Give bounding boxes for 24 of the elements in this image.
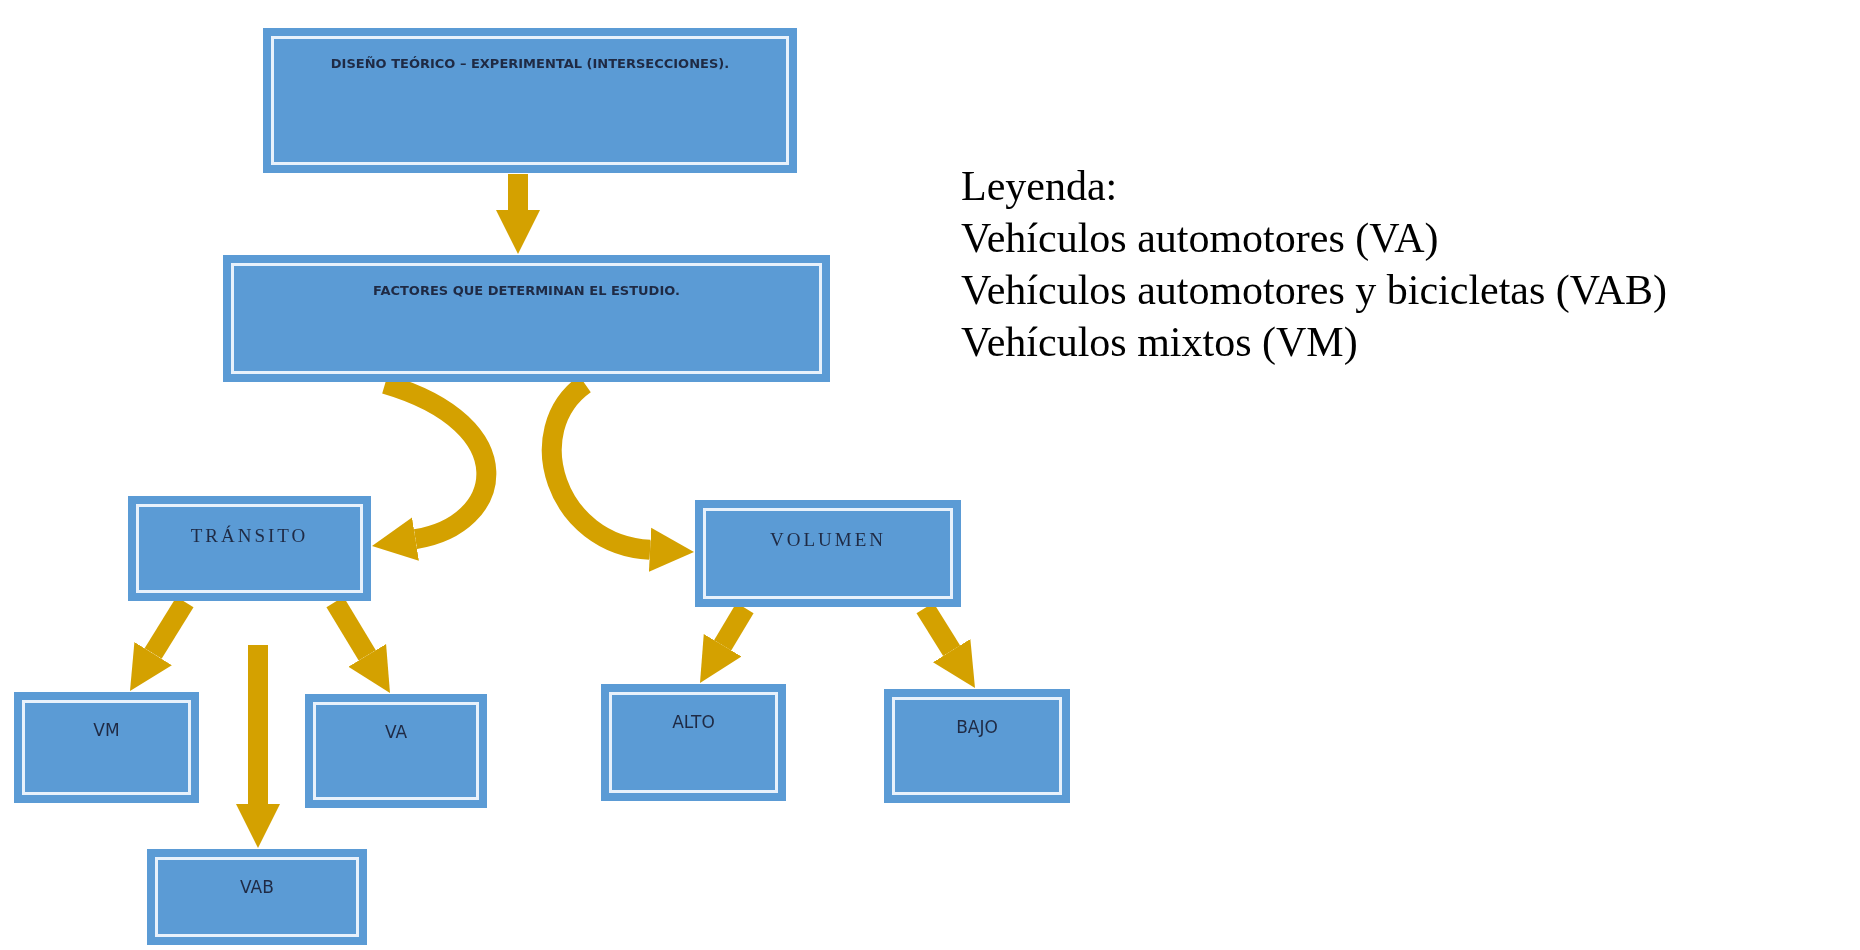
box-label: FACTORES QUE DETERMINAN EL ESTUDIO. <box>373 282 680 300</box>
legend-text: Vehículos automotores y bicicletas (VAB) <box>961 266 1668 315</box>
process-box <box>147 849 367 945</box>
process-box <box>601 684 786 801</box>
process-box <box>263 28 797 173</box>
block-arrow <box>496 174 540 254</box>
box-label: VAB <box>240 876 274 899</box>
process-box <box>695 500 961 607</box>
block-arrow <box>236 645 280 848</box>
box-label: BAJO <box>956 716 998 739</box>
process-box <box>14 692 199 803</box>
legend-text: Vehículos mixtos (VM) <box>961 318 1359 367</box>
box-label: VM <box>93 719 120 742</box>
process-box <box>884 689 1070 803</box>
box-label: VOLUMEN <box>770 528 886 552</box>
box-label: DISEÑO TEÓRICO – EXPERIMENTAL (INTERSECCIONES). <box>330 55 730 73</box>
process-box <box>305 694 487 808</box>
legend-text: Vehículos automotores (VA) <box>961 214 1440 263</box>
box-label: VA <box>384 721 408 744</box>
legend-text: Leyenda: <box>961 162 1119 211</box>
box-label: ALTO <box>672 711 715 734</box>
box-label: TRÁNSITO <box>190 524 309 548</box>
process-box <box>128 496 371 601</box>
process-box <box>223 255 830 382</box>
